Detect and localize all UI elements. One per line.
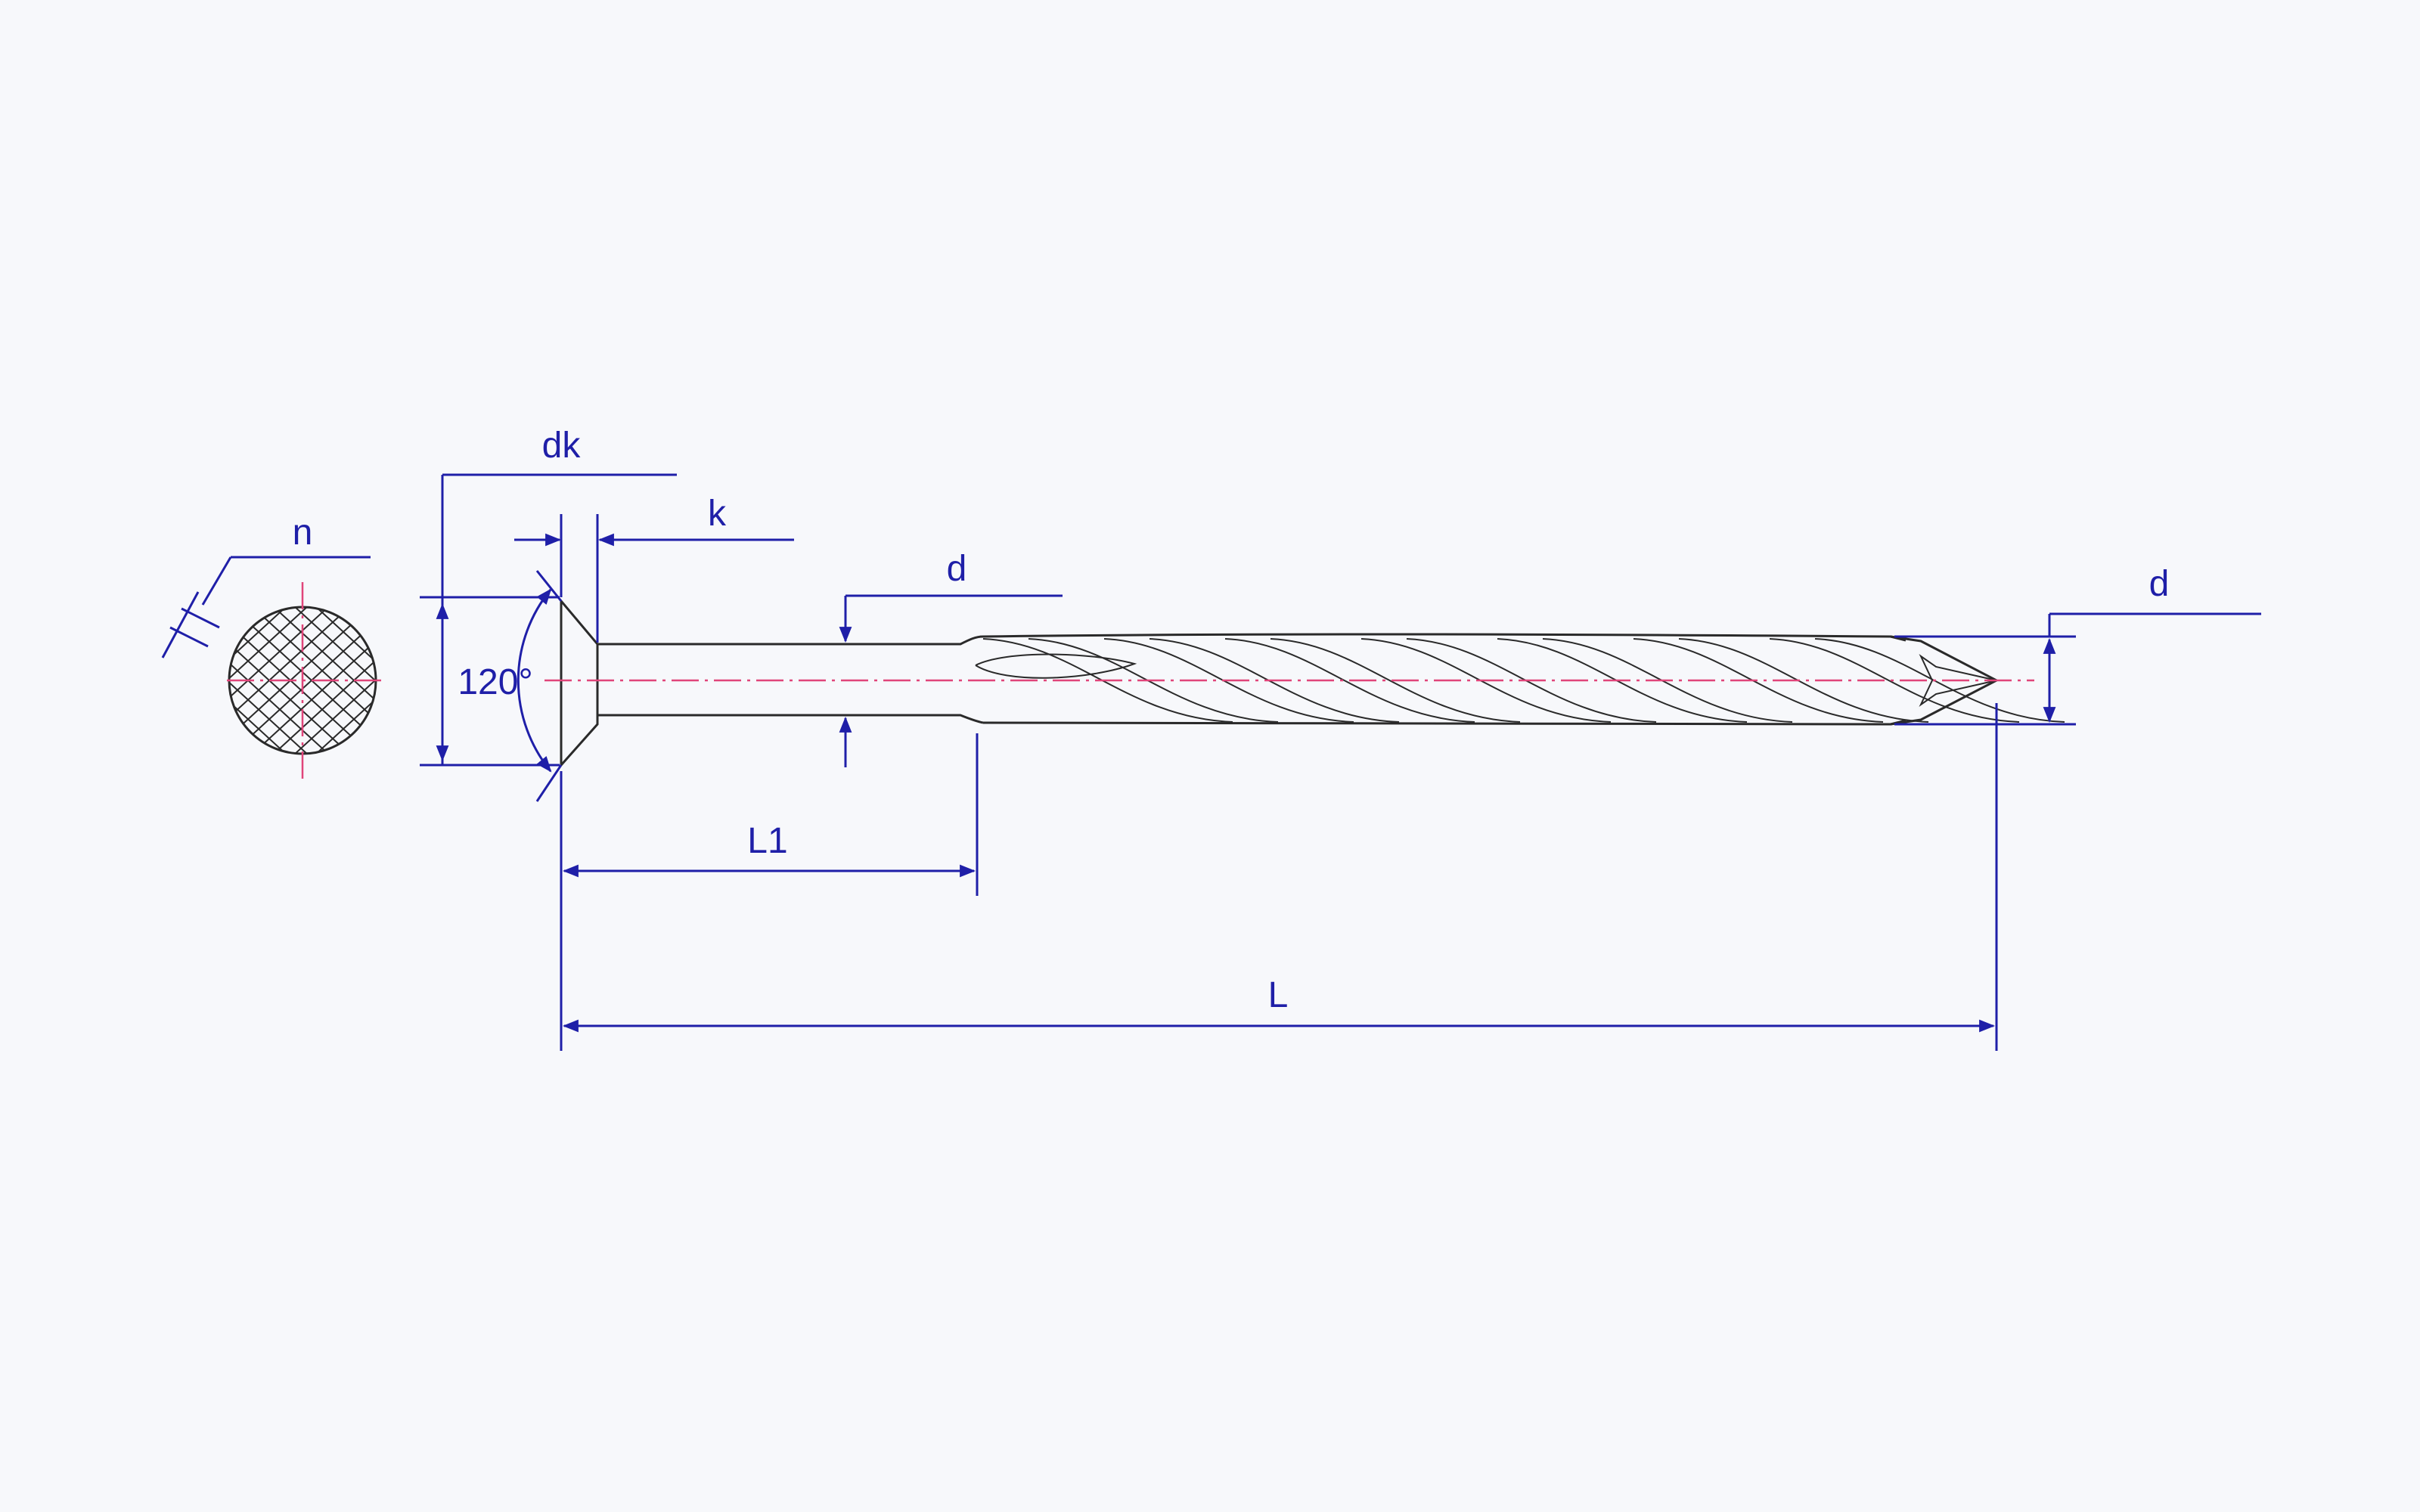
knurl-line: [229, 607, 234, 754]
dimension-k: k: [514, 494, 794, 643]
label-d-thread: d: [2149, 564, 2170, 604]
nail-head: [560, 597, 599, 768]
label-L1: L1: [747, 821, 787, 861]
thread-flute: [975, 653, 1137, 679]
label-n: n: [293, 513, 313, 553]
dimension-angle: 120°: [458, 570, 563, 802]
knurl-line: [229, 607, 234, 754]
twist-line: [1769, 638, 2020, 723]
dimension-n: n: [161, 513, 371, 658]
dimension-dk: dk: [420, 426, 677, 767]
twist-line: [1270, 638, 1521, 723]
thread-top-outline: [982, 633, 1907, 642]
label-angle: 120°: [458, 662, 532, 702]
knurl-line: [305, 607, 376, 754]
dimension-L: L: [562, 703, 1998, 1051]
knurl-line: [229, 607, 297, 754]
nail-side-view: [544, 597, 2065, 768]
point-facet: [1919, 654, 1997, 707]
dimension-L1: L1: [560, 733, 979, 1051]
label-k: k: [708, 494, 727, 534]
dimension-d-thread: d: [1894, 564, 2261, 726]
thread-bottom-outline: [982, 719, 1907, 727]
knurl-line: [30, 597, 212, 764]
label-L: L: [1268, 975, 1289, 1015]
twist-line: [1224, 638, 1475, 723]
knurl-line: [30, 597, 212, 764]
nail-shank: [597, 635, 984, 724]
label-d-shank: d: [947, 549, 967, 589]
knurl-line: [229, 607, 318, 754]
knurl-line: [229, 607, 297, 754]
label-dk: dk: [542, 426, 582, 466]
knurl-line: [305, 607, 376, 754]
dimension-d-shank: d: [839, 549, 1063, 767]
knurl-line: [229, 607, 318, 754]
